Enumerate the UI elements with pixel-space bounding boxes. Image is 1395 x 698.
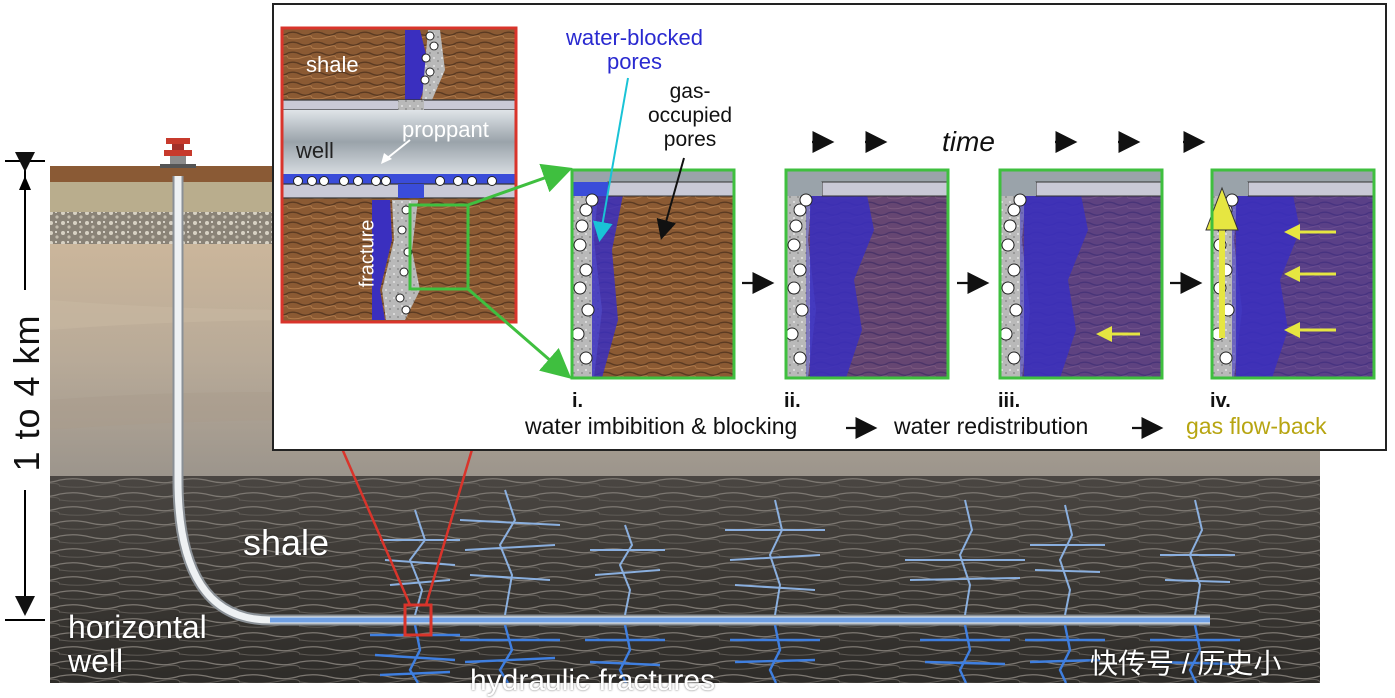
- wellhead-icon: [160, 138, 196, 168]
- stage-i-numeral: i.: [572, 390, 584, 412]
- horizontal-well-label: horizontal well: [68, 609, 207, 679]
- stage-panel-2: [784, 168, 950, 380]
- process-step-flowback: gas flow-back: [1186, 413, 1327, 439]
- scene-illustration: [5, 3, 1387, 683]
- shale-label: shale: [243, 522, 330, 563]
- stage-panel-3: [998, 168, 1164, 380]
- inset-fracture-label: fracture: [356, 219, 379, 288]
- hydraulic-fractures-label: hydraulic fractures: [470, 664, 716, 697]
- inset-proppant-label: proppant: [402, 117, 489, 142]
- process-step-imbibition: water imbibition & blocking: [525, 413, 798, 439]
- stage-panel-1: [570, 168, 736, 380]
- depth-scale: [5, 152, 45, 621]
- watermark: 快传号 / 历史小: [1090, 648, 1282, 679]
- depth-label: 1 to 4 km: [6, 314, 47, 472]
- water-blocked-label: water-blocked pores: [566, 25, 703, 74]
- stage-panel-4: [1205, 168, 1376, 380]
- gas-occupied-label: gas- occupied pores: [648, 80, 733, 151]
- inset-shale-label: shale: [306, 52, 359, 77]
- stage-iv-numeral: iv.: [1210, 390, 1231, 412]
- well-detail-inset: [280, 26, 518, 324]
- stage-ii-numeral: ii.: [784, 390, 801, 412]
- time-label: time: [942, 126, 995, 157]
- stage-iii-numeral: iii.: [998, 390, 1021, 412]
- process-step-redistribution: water redistribution: [894, 413, 1089, 439]
- inset-well-label: well: [296, 138, 334, 163]
